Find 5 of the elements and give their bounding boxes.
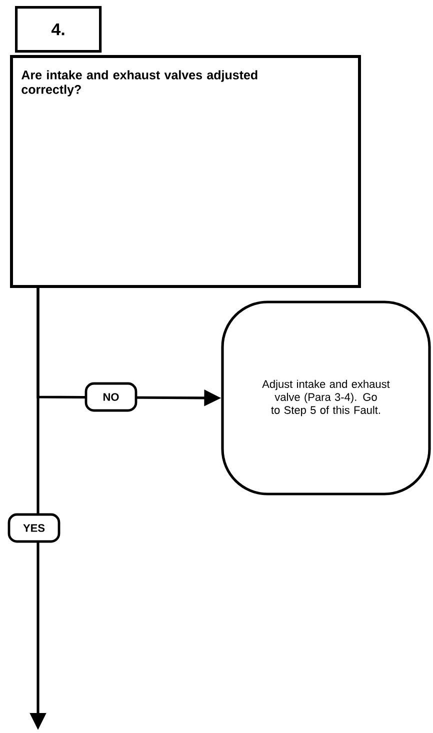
question-text: Are intake and exhaust valves adjusted correctly? [22, 70, 258, 96]
edge-label: NO [84, 382, 138, 412]
edge-label: YES [8, 513, 60, 543]
step-number-tab: 4. [15, 6, 102, 53]
action-box: Adjust intake and exhaust valve (Para 3-4). Go to Step 5 of this Fault. [221, 300, 431, 496]
